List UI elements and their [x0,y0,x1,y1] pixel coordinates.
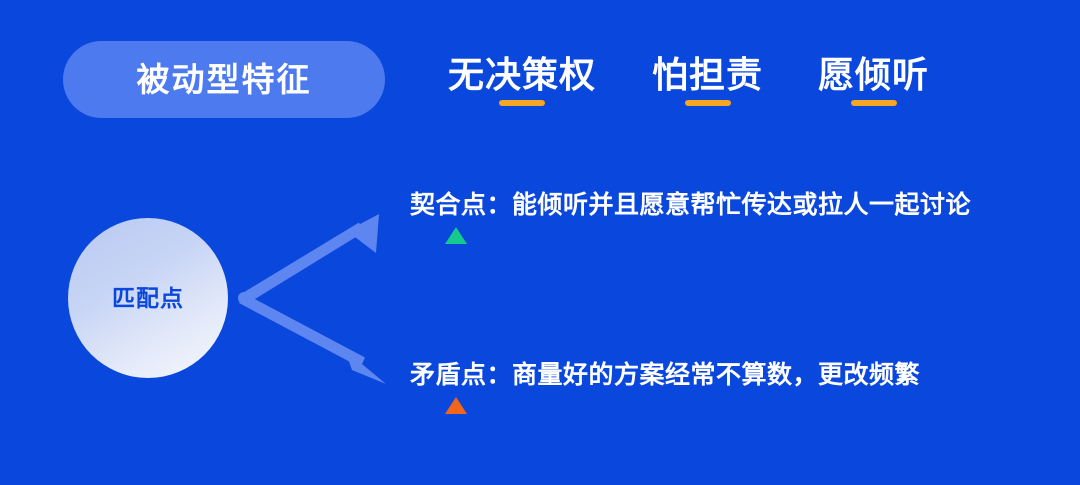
tag-label: 怕担责 [652,54,764,95]
tag-row: 无决策权 怕担责 愿倾听 [440,54,960,120]
tag-underline [499,100,545,107]
tag-no-decision-power: 无决策权 [448,54,597,107]
arrow-up-shaft [243,222,364,303]
triangle-up-orange-icon [445,397,467,414]
arrow-up-head-icon [347,214,379,253]
tag-label: 无决策权 [448,54,597,95]
tag-label: 愿倾听 [818,54,930,95]
title-pill-label: 被动型特征 [136,61,312,98]
branch-fit-point-text: 契合点：能倾听并且愿意帮忙传达或拉人一起讨论 [410,191,972,219]
tag-willing-to-listen: 愿倾听 [818,54,930,107]
match-point-label: 匹配点 [112,284,184,311]
tag-fear-responsibility: 怕担责 [652,54,764,107]
tag-underline [850,100,897,107]
arrow-origin-dot [238,292,250,304]
branch-conflict-point: 矛盾点：商量好的方案经常不算数，更改频繁 [410,360,920,414]
triangle-up-green-icon [445,227,467,244]
arrow-down-head-icon [345,350,386,384]
match-point-circle: 匹配点 [68,218,228,378]
title-pill: 被动型特征 [63,41,385,118]
branch-fit-point: 契合点：能倾听并且愿意帮忙传达或拉人一起讨论 [410,190,971,244]
tag-underline [684,100,731,107]
arrow-down-shaft [239,293,365,368]
branch-conflict-point-text: 矛盾点：商量好的方案经常不算数，更改频繁 [410,361,921,389]
